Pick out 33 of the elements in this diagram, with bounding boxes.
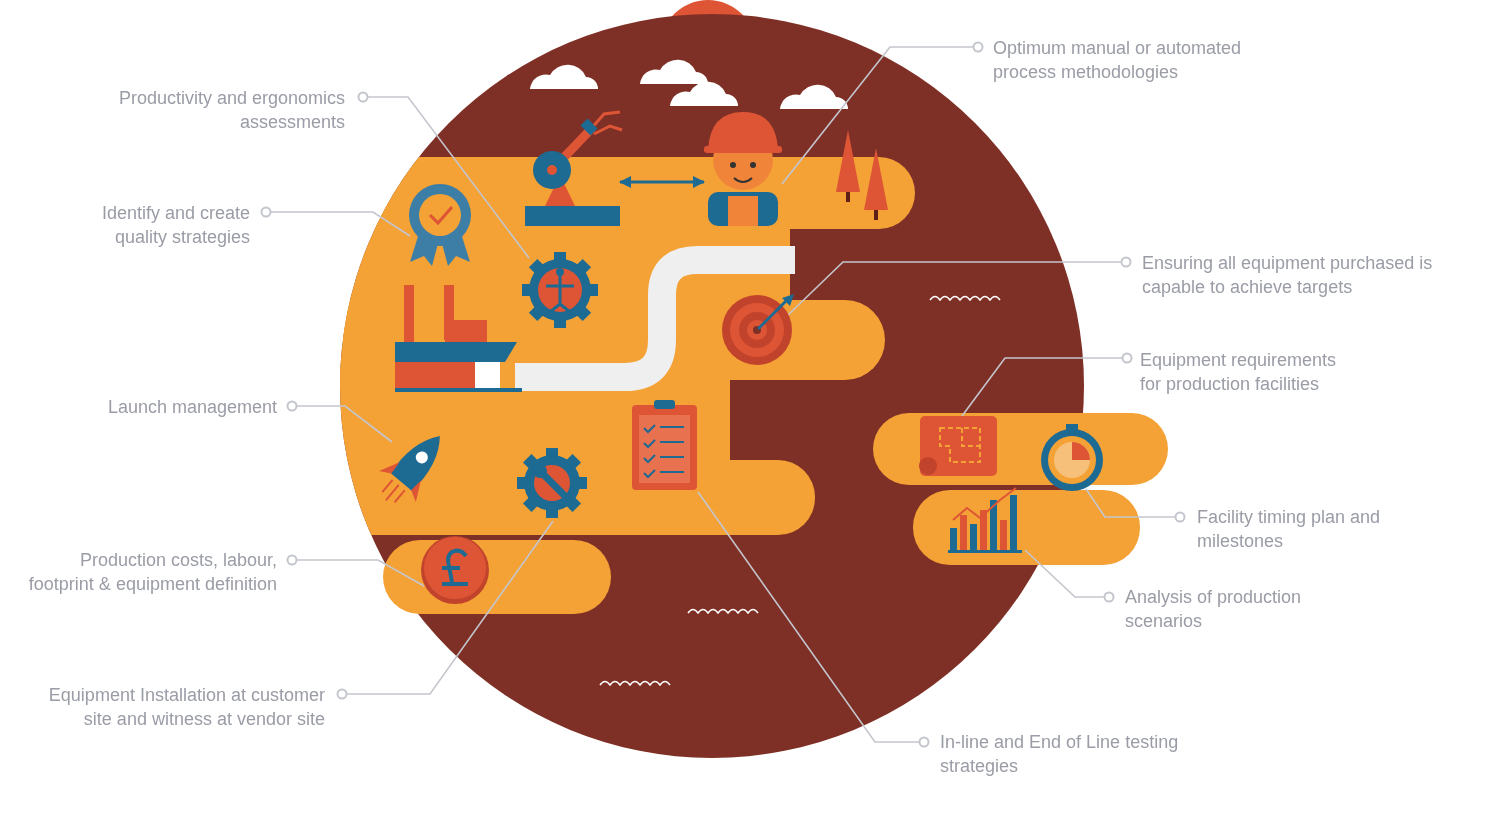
robot-arm-icon <box>525 110 624 226</box>
pound-coin-icon <box>421 536 489 604</box>
leader-line <box>260 206 411 237</box>
callout-text: Production costs, labour, footprint & equipment definition <box>17 548 277 596</box>
callout-text: Equipment requirements for production facilities <box>1140 348 1355 396</box>
award-badge-icon <box>409 184 471 266</box>
bar-chart-icon <box>948 487 1022 553</box>
callout-text: Ensuring all equipment purchased is capable to achieve targets <box>1142 251 1462 299</box>
leader-line <box>1085 488 1186 523</box>
leader-line <box>286 554 425 587</box>
callout-text: In-line and End of Line testing strategies <box>940 730 1180 778</box>
double-arrow <box>619 176 705 188</box>
stopwatch-icon <box>1041 424 1103 491</box>
leader-line <box>781 41 984 185</box>
clipboard-checklist-icon <box>632 400 697 490</box>
callout-text: Identify and create quality strategies <box>65 201 250 249</box>
construction-worker-icon <box>704 112 782 226</box>
callout-text: Launch management <box>47 395 277 419</box>
callout-text: Optimum manual or automated process methodologies <box>993 36 1263 84</box>
leader-line <box>1024 549 1115 603</box>
target-icon <box>722 294 794 365</box>
rocket-icon <box>379 435 440 504</box>
leader-line <box>336 520 554 700</box>
leader-line <box>697 491 930 748</box>
blueprint-icon <box>919 416 997 476</box>
callout-text: Facility timing plan and milestones <box>1197 505 1457 553</box>
callout-text: Analysis of production scenarios <box>1125 585 1355 633</box>
gear-icon <box>522 252 598 328</box>
callout-text: Equipment Installation at customer site and witness at vendor site <box>30 683 325 731</box>
wrench-gear-icon <box>517 448 587 518</box>
leader-line <box>286 400 393 443</box>
callout-text: Productivity and ergonomics assessments <box>85 86 345 134</box>
leader-line <box>961 352 1133 417</box>
